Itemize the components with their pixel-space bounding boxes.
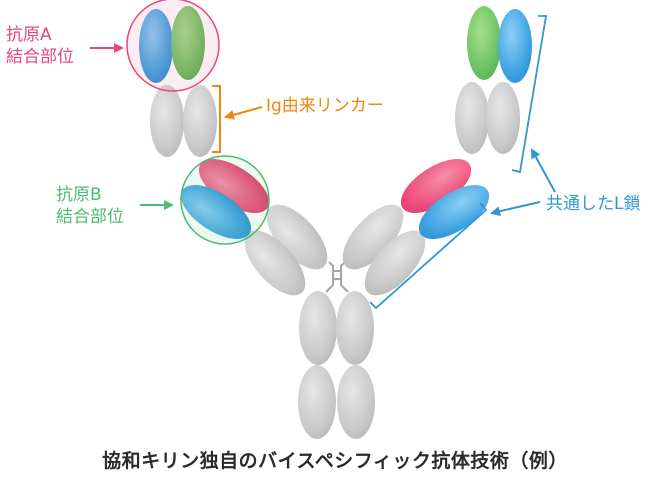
right-arm-vdomains [400, 159, 490, 239]
right-upper-constant [455, 82, 520, 154]
fc-region [298, 291, 375, 439]
antigen-a-label-line1: 抗原A [6, 25, 52, 45]
light-chain-arrow-left [490, 201, 541, 217]
right-fab-lower [342, 204, 426, 296]
antigen-a-vl [139, 9, 173, 83]
ig-linker-bracket [212, 85, 221, 153]
antigen-b-domains [180, 159, 270, 239]
ig-linker-arrow [224, 106, 263, 120]
antigen-a-label-line2: 結合部位 [6, 47, 74, 67]
light-chain-arrow-up [531, 148, 556, 193]
light-chain-bracket-top [511, 15, 548, 174]
left-upper-constant [150, 85, 217, 157]
hinge [325, 261, 349, 293]
ch3-left [298, 365, 336, 439]
light-chain-bracket-bottom [369, 202, 488, 310]
antigen-b-circle [180, 155, 270, 245]
common-light-chain-label: 共通したL鎖 [546, 194, 641, 214]
ch2-left [299, 291, 337, 365]
ig-linker-label: Ig由来リンカー [266, 96, 384, 116]
left-fab-lower [244, 204, 328, 296]
antigen-a-domains [139, 6, 205, 83]
ch3-right [337, 365, 375, 439]
antigen-b-vl [180, 185, 252, 239]
antigen-b-label: 抗原B 結合部位 [56, 184, 124, 228]
antigen-b-label-line1: 抗原B [56, 185, 102, 205]
ch2-right [336, 291, 374, 365]
antigen-b-label-line2: 結合部位 [56, 207, 124, 227]
antigen-b-vh [198, 159, 270, 213]
antigen-a-vh [171, 6, 205, 80]
figure-caption: 協和キリン独自のバイスペシフィック抗体技術（例） [102, 450, 568, 472]
antigen-a-label: 抗原A 結合部位 [6, 24, 74, 68]
right-top-domains [467, 6, 532, 83]
antigen-a-circle [126, 0, 220, 92]
